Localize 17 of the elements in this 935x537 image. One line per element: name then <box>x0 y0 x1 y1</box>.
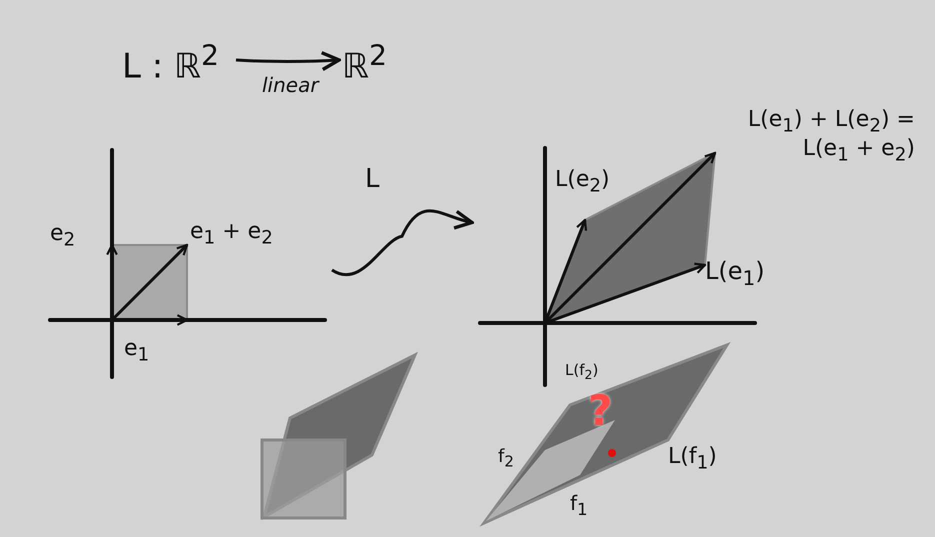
question-mark: ? <box>588 388 612 434</box>
arrow <box>236 50 341 72</box>
math-label: e$_{1}$ <box>124 337 150 366</box>
edge-label: linear <box>262 74 319 96</box>
arrow <box>331 209 474 276</box>
math-label: L(f$_{2}$) <box>565 362 598 382</box>
math-expression: ℝ$^{2}$ <box>342 30 400 82</box>
edge-label: L <box>365 165 380 194</box>
math-label: L(e$_{1}$) <box>705 258 765 289</box>
math-label: L(e$_{1}$) + L(e$_{2}$) = L(e$_{1}$ + e$_{2}$) <box>746 108 915 166</box>
math-label: e$_{2}$ <box>50 222 76 251</box>
math-label: f$_{2}$ <box>498 447 514 470</box>
math-expression: L : ℝ$^{2}$ <box>122 30 234 82</box>
math-label: L(f$_{1}$) <box>668 445 717 474</box>
math-label: e$_{1}$ + e$_{2}$ <box>190 220 273 249</box>
math-label: L(e$_{2}$) <box>555 168 610 197</box>
math-label: f$_{1}$ <box>570 492 588 520</box>
